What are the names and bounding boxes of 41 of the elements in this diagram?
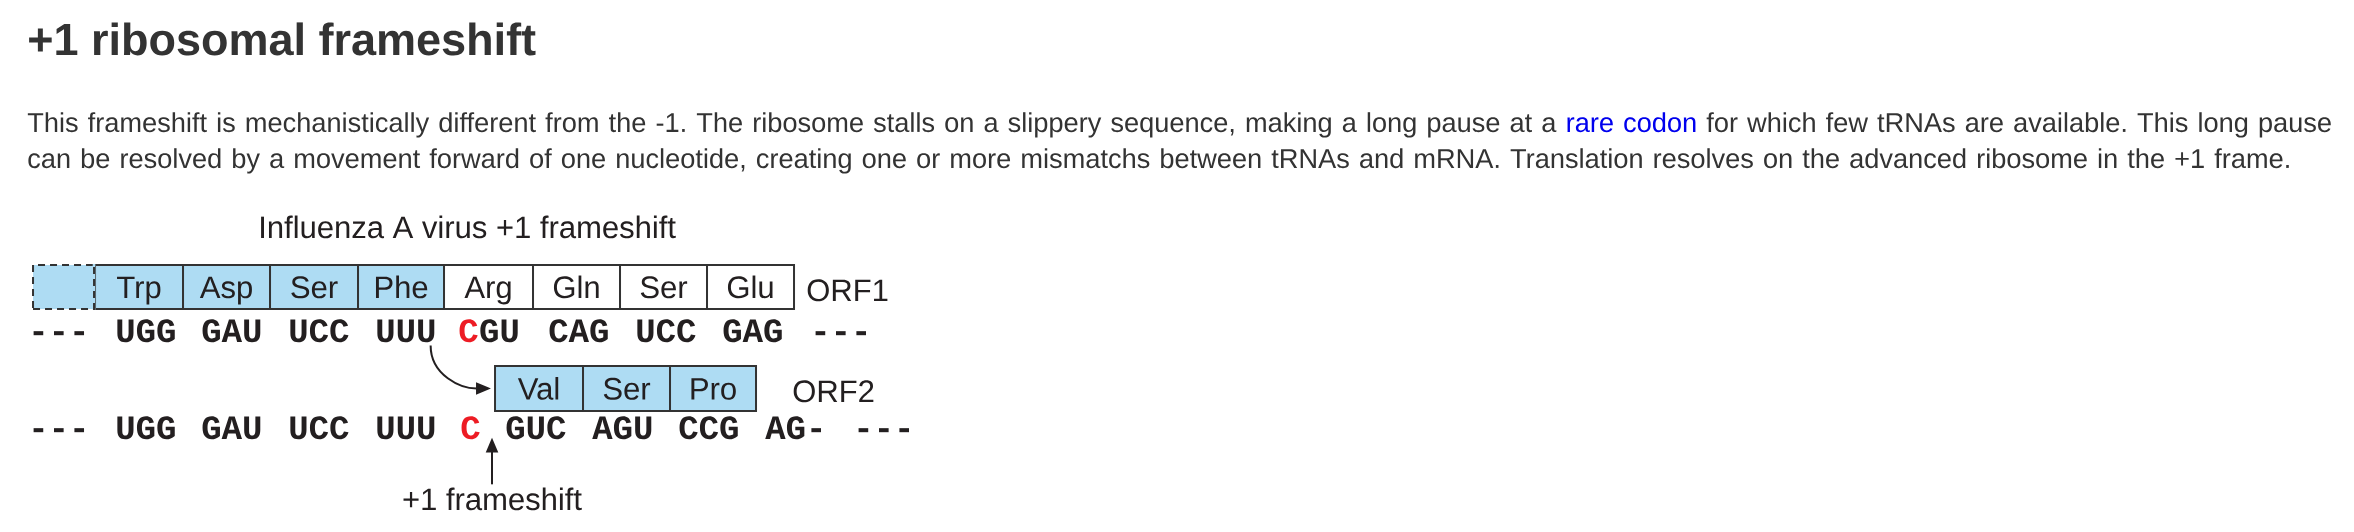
figure-label: Influenza A virus +1 frameshift xyxy=(261,215,676,239)
sequence-text: GU xyxy=(480,319,518,343)
text-link: rare codon xyxy=(1567,112,1696,133)
sequence-text: CCG xyxy=(679,416,738,440)
amino-acid-box: Gln xyxy=(532,264,621,310)
amino-acid-box: Arg xyxy=(443,264,534,310)
sequence-text: UGG xyxy=(117,319,175,343)
sequence-text: --- xyxy=(33,331,85,336)
sequence-text: GAU xyxy=(202,416,261,440)
sequence-text: C xyxy=(461,416,480,440)
amino-acid-box: Asp xyxy=(182,264,272,310)
frame-label: ORF1 xyxy=(807,279,888,302)
sequence-text: AGU xyxy=(592,416,652,440)
amino-acid-box: Ser xyxy=(269,264,359,310)
amino-acid-box: Pro xyxy=(669,365,757,412)
sequence-text: C xyxy=(459,319,478,343)
sequence-text: --- xyxy=(33,428,85,433)
amino-acid-box: Phe xyxy=(357,264,445,310)
sequence-text: --- xyxy=(858,428,909,433)
amino-acid-box: Ser xyxy=(619,264,708,310)
sequence-text: UCC xyxy=(637,319,696,343)
dashed-box xyxy=(32,264,96,310)
paragraph: This frameshift is mechanistically different from the -1. The ribosome stalls on a slippery sequence, making a long pause at a rare codon for which few tRNAs are available. This long pause can be resolved by a movement forward of one nucleotide, creating one or more mismatchs between tRNAs and mRNA. Translation resolves on the advanced ribosome in the +1 frame. xyxy=(27,112,2331,174)
sequence-text: CAG xyxy=(549,319,608,343)
frame-label: ORF2 xyxy=(793,380,874,403)
sequence-text: AG- xyxy=(765,416,822,440)
sequence-text: UGG xyxy=(117,416,175,440)
sequence-text: UCC xyxy=(290,416,349,440)
sequence-text: UUU xyxy=(377,416,435,440)
sequence-text: UUU xyxy=(377,319,435,343)
amino-acid-box: Glu xyxy=(706,264,795,310)
heading: +1 ribosomal frameshift xyxy=(29,22,536,56)
sequence-text: GUC xyxy=(506,416,566,440)
sequence-text: UCC xyxy=(290,319,349,343)
sequence-text: GAU xyxy=(202,319,261,343)
sequence-text: GAG xyxy=(723,319,782,343)
amino-acid-box: Trp xyxy=(92,263,185,311)
sequence-text: --- xyxy=(815,331,866,336)
amino-acid-box: Ser xyxy=(582,365,671,412)
amino-acid-box: Val xyxy=(494,365,584,412)
annotation-text: +1 frameshift xyxy=(403,487,582,511)
